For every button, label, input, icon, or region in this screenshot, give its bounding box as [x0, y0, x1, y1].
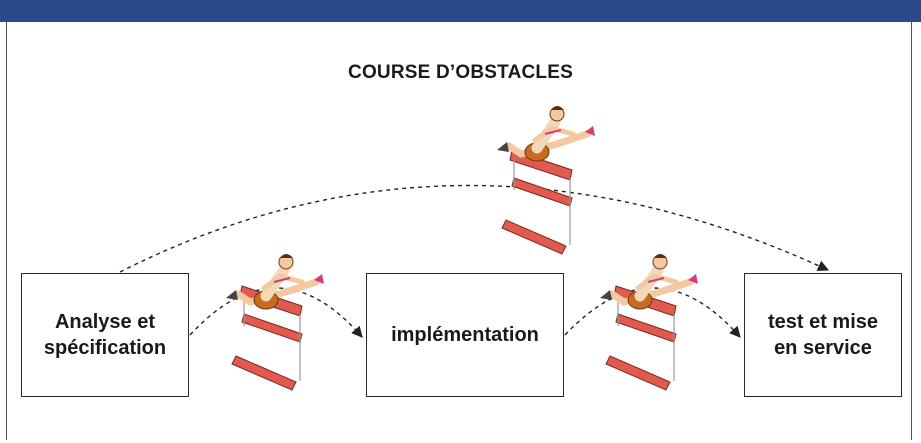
arc-analyse-to-test: [119, 184, 830, 273]
diagram-frame: [6, 22, 912, 440]
analyse-label: Analyse et spécification: [43, 311, 167, 359]
diagram-title: COURSE D’OBSTACLES: [348, 62, 573, 83]
hurdler-icon: [226, 254, 324, 309]
hurdle-icon: [501, 149, 573, 255]
test-box: test et mise en service: [744, 273, 902, 397]
implementation-label: implémentation: [391, 324, 539, 346]
hurdler-icon: [600, 254, 698, 309]
analyse-box: Analyse et spécification: [21, 273, 189, 397]
test-label: test et mise en service: [767, 311, 879, 359]
top-banner: [0, 0, 921, 22]
implementation-box: implémentation: [366, 273, 564, 397]
